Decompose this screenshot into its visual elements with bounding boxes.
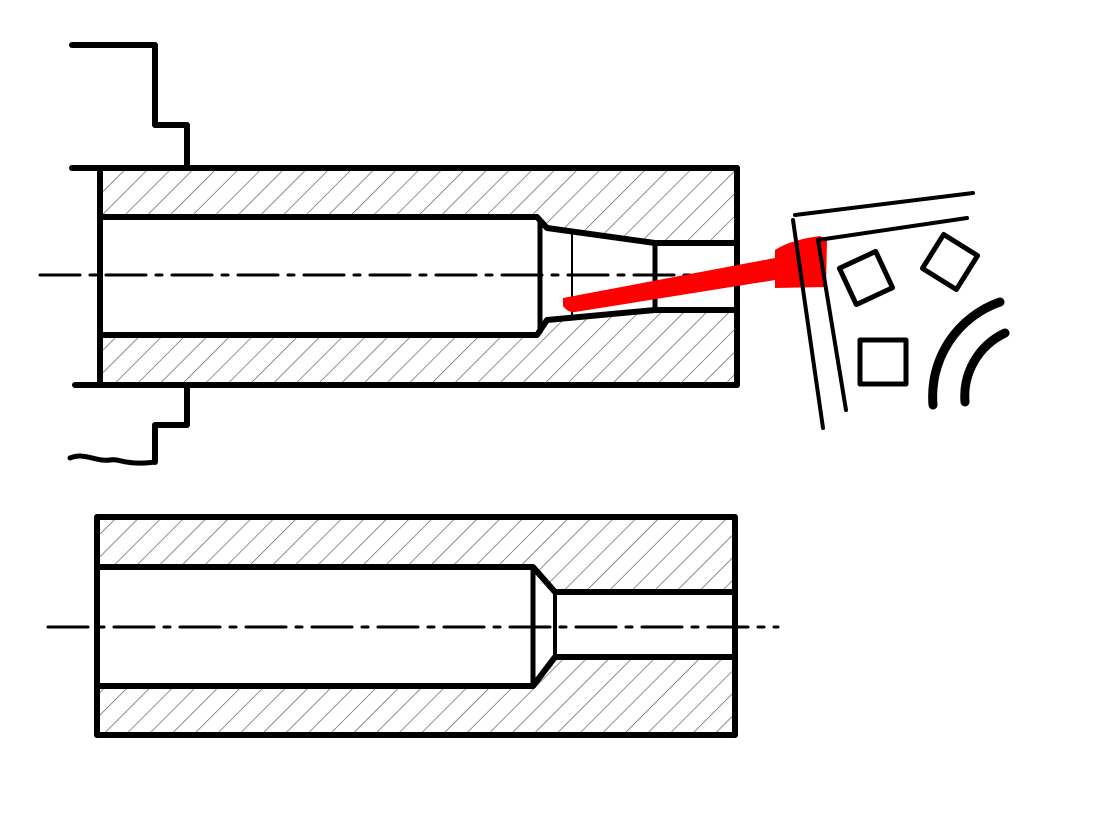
turret-slot-3	[857, 337, 909, 387]
chuck-jaw-top	[69, 42, 190, 171]
chuck-break-line	[67, 453, 158, 466]
tool-holder-inner-top	[816, 216, 969, 242]
red-drill-bit	[563, 258, 775, 313]
turret-arc-outer	[928, 297, 1005, 410]
turret-slot-2	[919, 231, 981, 293]
tool-holder-outer-side	[791, 218, 825, 430]
tool-holder-outer-top	[793, 191, 975, 217]
part-bore-top	[94, 564, 738, 595]
part-bore-bottom	[94, 654, 738, 689]
bore-bottom-edge	[97, 307, 740, 338]
bore-top-edge	[97, 214, 740, 246]
turret-arc-inner	[960, 328, 1010, 407]
setup-view	[38, 42, 1010, 466]
tool-holder-inner-side	[816, 238, 848, 412]
turret-slot-1	[836, 248, 896, 308]
chuck-jaw-bottom	[152, 382, 190, 465]
finished-part-view	[46, 514, 780, 738]
